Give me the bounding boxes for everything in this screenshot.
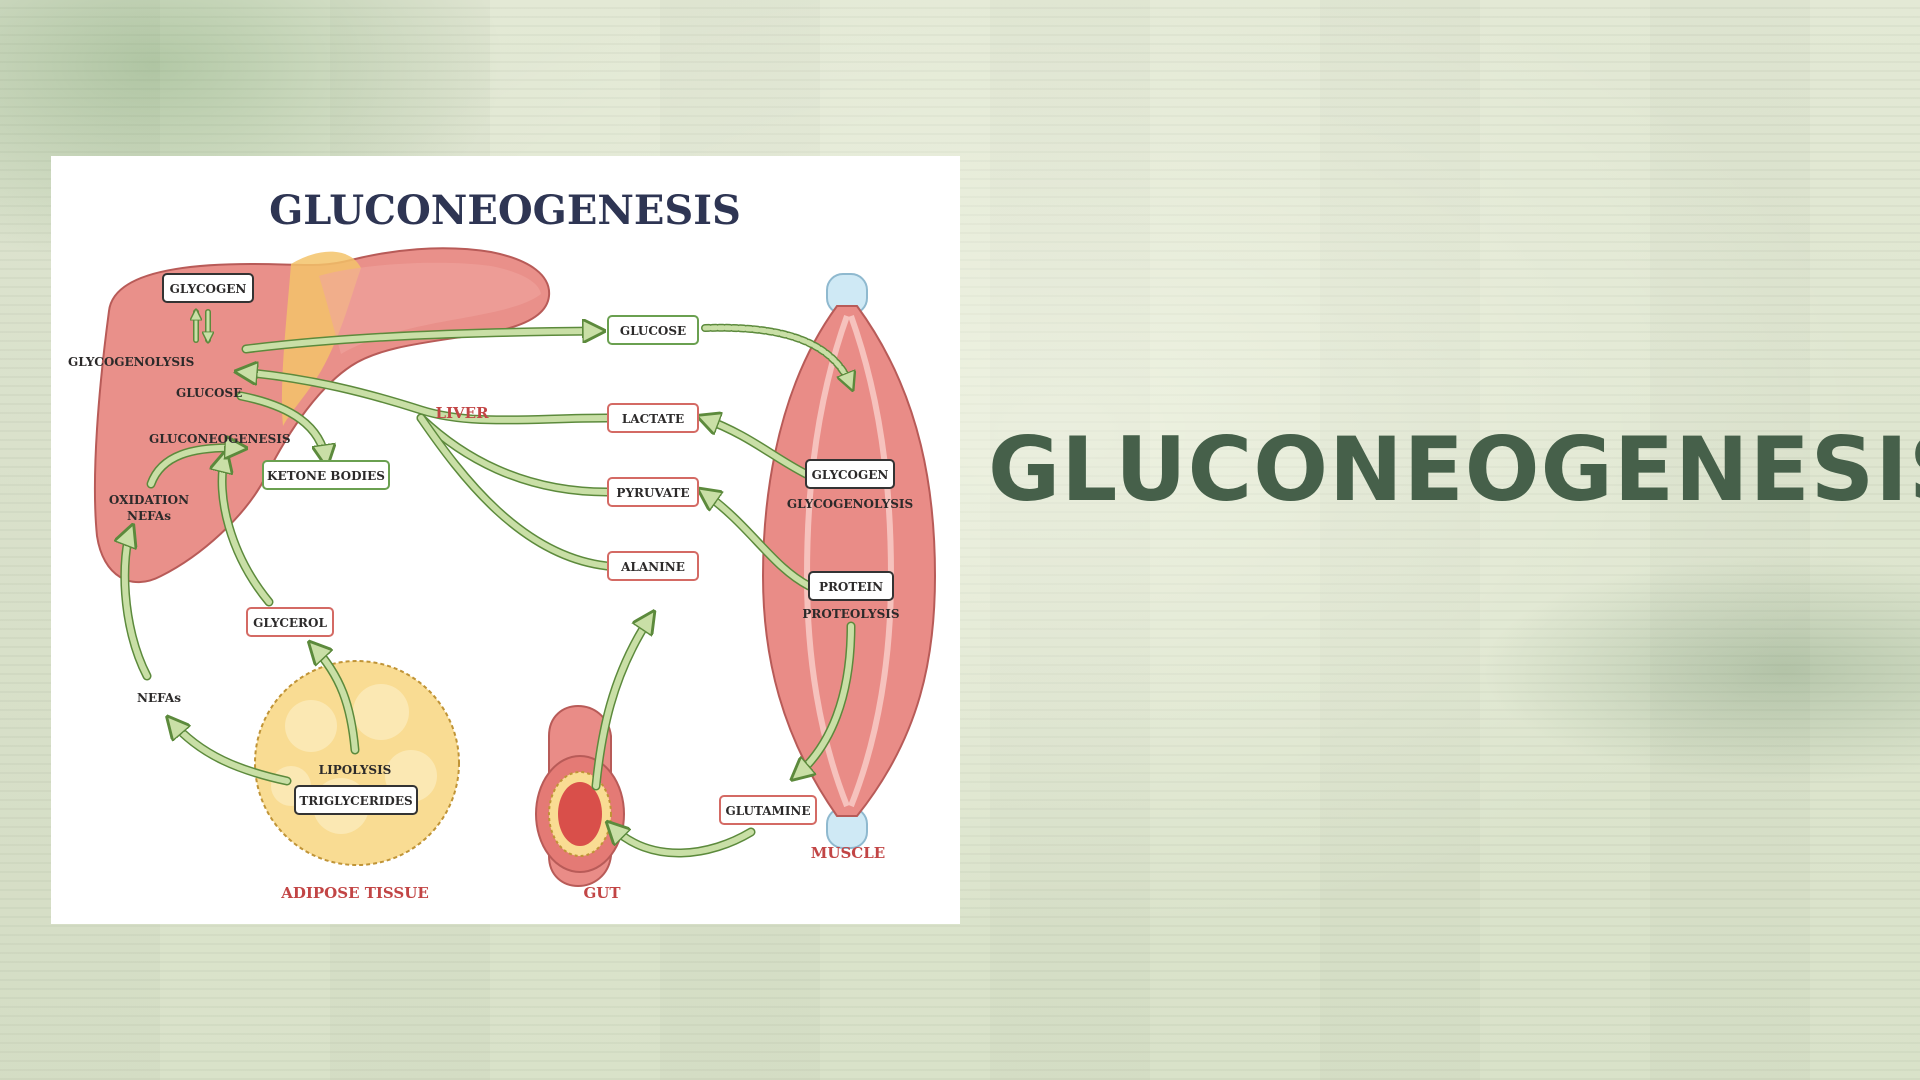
flow-arrows: [125, 312, 851, 858]
liver-glycogen-box: [162, 273, 254, 303]
muscle-glycogenolysis-label: GLYCOGENOLYSIS: [787, 497, 913, 511]
lipolysis-label: LIPOLYSIS: [319, 763, 392, 777]
oxidation-label: OXIDATION: [109, 493, 189, 507]
lactate-box: LACTATE: [607, 403, 699, 433]
alanine-box-label: ALANINE: [620, 560, 685, 574]
liver-label: LIVER: [435, 404, 489, 422]
glucose-box-label: GLUCOSE: [620, 324, 686, 338]
alanine-box: ALANINE: [607, 551, 699, 581]
oxidation-nefas-label: NEFAs: [127, 509, 171, 523]
gut-organ: [535, 705, 625, 887]
ketone-bodies-label: KETONE BODIES: [267, 469, 385, 483]
pyruvate-box: PYRUVATE: [607, 477, 699, 507]
slide-title: GLUCONEOGENESIS: [988, 418, 1920, 521]
glutamine-box: GLUTAMINE: [719, 795, 817, 825]
muscle-glycogen-label: GLYCOGEN: [812, 468, 889, 482]
muscle-proteolysis-label: PROTEOLYSIS: [802, 607, 899, 621]
adipose-label: ADIPOSE TISSUE: [280, 884, 429, 902]
pyruvate-box-label: PYRUVATE: [616, 486, 689, 500]
nefas-label: NEFAs: [137, 691, 181, 705]
muscle-protein-label: PROTEIN: [819, 580, 883, 594]
liver-gluconeogenesis-label: GLUCONEOGENESIS: [149, 432, 291, 446]
gut-label: GUT: [583, 884, 621, 902]
ketone-bodies-box: KETONE BODIES: [262, 460, 390, 490]
lactate-box-label: LACTATE: [622, 412, 684, 426]
liver-glycogen-label: GLYCOGEN: [170, 282, 247, 296]
glucose-box: GLUCOSE: [607, 315, 699, 345]
muscle-organ: [761, 273, 937, 849]
muscle-glycogen-box: GLYCOGEN: [805, 459, 895, 489]
muscle-protein-box: PROTEIN: [808, 571, 894, 601]
diagram-title: GLUCONEOGENESIS: [269, 187, 741, 234]
liver-glucose-label: GLUCOSE: [176, 386, 242, 400]
glutamine-label: GLUTAMINE: [725, 804, 810, 818]
glycerol-label: GLYCEROL: [253, 616, 327, 630]
glycerol-box: GLYCEROL: [246, 607, 334, 637]
muscle-label: MUSCLE: [811, 844, 885, 862]
gluconeogenesis-diagram: GLUCONEOGENESIS: [68, 187, 937, 902]
liver-glycogenolysis-label: GLYCOGENOLYSIS: [68, 355, 194, 369]
diagram-card: GLUCONEOGENESIS: [51, 156, 960, 924]
triglycerides-label: TRIGLYCERIDES: [299, 794, 412, 808]
triglycerides-box: TRIGLYCERIDES: [294, 785, 418, 815]
